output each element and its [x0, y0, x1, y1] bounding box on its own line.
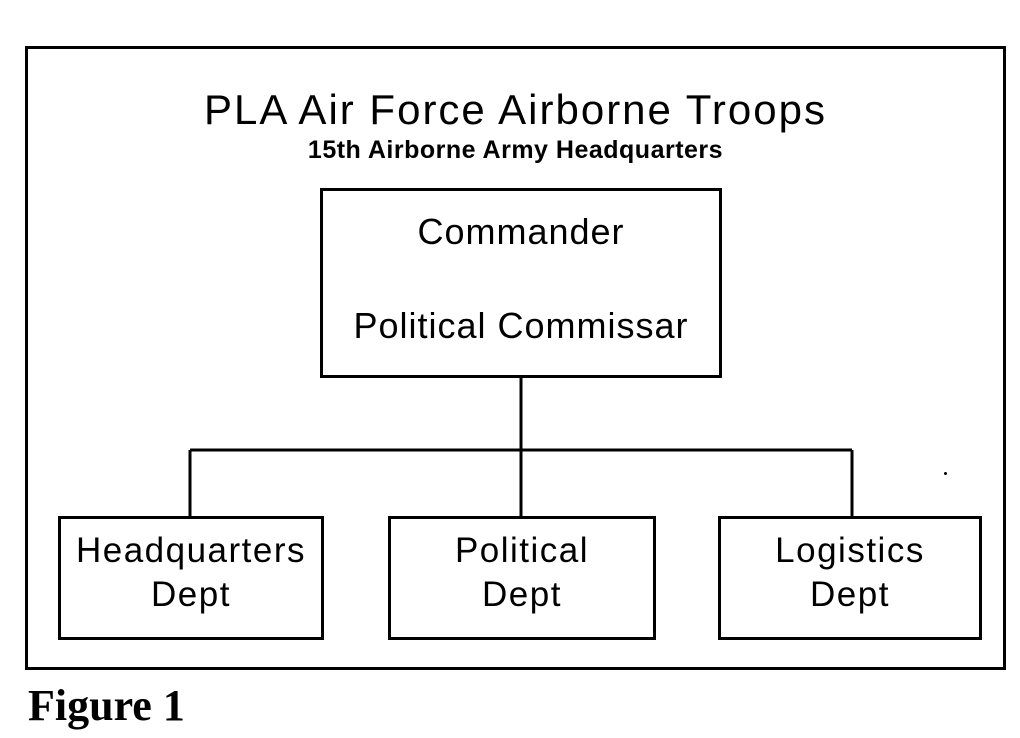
logistics-dept-box: Logistics Dept — [718, 516, 982, 640]
commander-box: Commander Political Commissar — [320, 188, 722, 378]
dept-label-line2: Dept — [810, 575, 890, 614]
commander-label: Commander — [417, 211, 625, 252]
dept-label-line2: Dept — [151, 575, 231, 614]
commissar-label: Political Commissar — [353, 305, 689, 346]
dept-label-line1: Headquarters — [75, 531, 307, 570]
political-dept-box: Political Dept — [388, 516, 656, 640]
figure-caption: Figure 1 — [28, 681, 185, 730]
dept-label-line2: Dept — [482, 575, 562, 614]
dept-label-line1: Logistics — [775, 531, 925, 570]
diagram-frame — [25, 46, 1006, 670]
diagram-subtitle: 15th Airborne Army Headquarters — [307, 136, 724, 164]
diagram-title: PLA Air Force Airborne Troops — [204, 86, 827, 133]
headquarters-dept-box: Headquarters Dept — [58, 516, 324, 640]
stray-dot — [944, 472, 947, 475]
dept-label-line1: Political — [454, 531, 590, 570]
